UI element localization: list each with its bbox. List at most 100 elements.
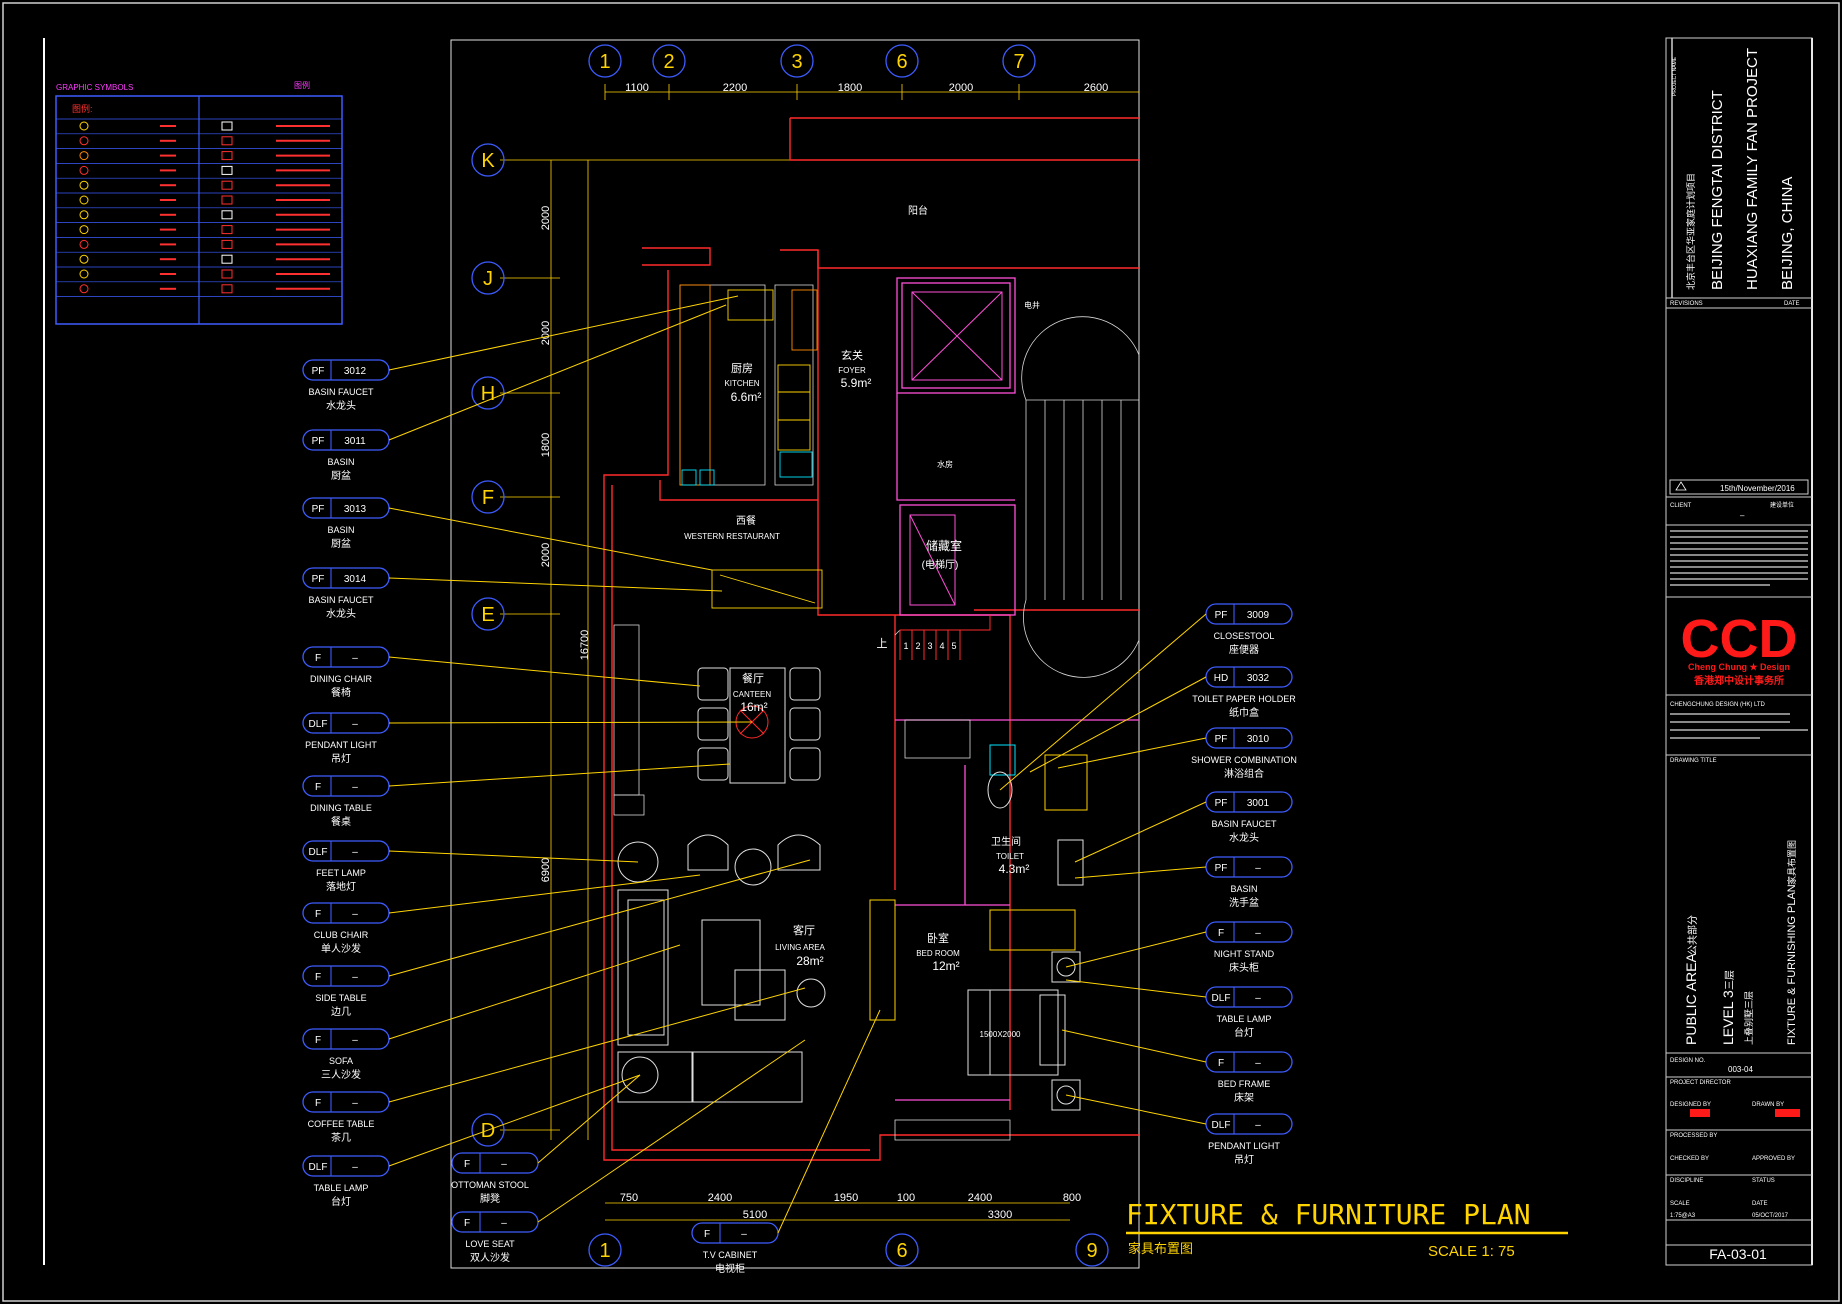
ccd-logo-sub: Cheng Chung ★ Design	[1688, 662, 1790, 672]
tag-label-en: LOVE SEAT	[465, 1239, 515, 1249]
dining-set	[697, 667, 821, 784]
tag-label-en: NIGHT STAND	[1214, 949, 1275, 959]
legend-symbol-icon	[79, 254, 89, 264]
leader-line	[388, 874, 701, 914]
tag-code: PF	[312, 366, 325, 377]
leader-line	[388, 763, 731, 787]
grid-bubble-left-F	[471, 480, 505, 514]
tb-checked-by: CHECKED BY	[1670, 1156, 1709, 1162]
grid-bubble-left-E	[471, 597, 505, 631]
room-foyer-cn: 玄关	[841, 348, 863, 362]
leader-line	[537, 1074, 641, 1164]
tb-level-cn: 三层	[1724, 970, 1736, 990]
tb-rev-date: 15th/November/2016	[1720, 484, 1795, 493]
tag-label-en: BASIN FAUCET	[1211, 819, 1277, 829]
tag-label-cn: 吊灯	[331, 753, 351, 765]
leader-line	[1061, 1029, 1207, 1063]
dim-bottom-total-label: 3300	[988, 1209, 1012, 1221]
leader-line	[388, 944, 681, 1040]
dim-top-label: 2600	[1084, 82, 1108, 94]
tb-project-name-label: PROJECT NAME	[1672, 56, 1678, 96]
grid-bubble-bottom-1-label: 1	[599, 1240, 610, 1262]
legend-symbol-icon	[79, 136, 89, 146]
dim-bottom-total-label: 5100	[743, 1209, 767, 1221]
tb-title-en: FIXTURE & FURNISHING PLAN	[1786, 884, 1798, 1045]
tb-approved-by: APPROVED BY	[1752, 1156, 1795, 1162]
tag-code: PF	[1215, 798, 1228, 809]
tag-number: 3011	[344, 436, 366, 447]
legend-fixture-icon	[221, 239, 233, 249]
grid-bubble-left-D	[471, 1113, 505, 1147]
room-toilet: TOILET	[996, 852, 1024, 861]
tag-label-cn: 餐桌	[331, 815, 351, 828]
room-labels: 阳台 厨房 KITCHEN 6.6m² 玄关 FOYER 5.9m² 西餐 WE…	[684, 204, 1040, 1039]
bar-counter	[711, 569, 823, 609]
dim-left-label: 2000	[540, 206, 552, 230]
tb-date: DATE	[1752, 1201, 1768, 1207]
tb-disclaimer	[1670, 530, 1808, 586]
grid-bubble-bottom-9	[1075, 1233, 1109, 1267]
tag-code: F	[315, 653, 321, 664]
room-western: WESTERN RESTAURANT	[684, 532, 780, 541]
tag-number: 3014	[344, 574, 367, 585]
dim-bottom-label: 100	[897, 1192, 915, 1204]
tag-number: –	[1255, 863, 1261, 874]
plan-title-cn: 家具布置图	[1128, 1241, 1193, 1256]
tag-number: –	[352, 909, 358, 920]
leader-line	[537, 1039, 806, 1223]
tag-label-en: BASIN FAUCET	[308, 387, 374, 397]
tb-project-line-2: HUAXIANG FAMILY FAN PROJECT	[1744, 48, 1761, 290]
ccd-logo-cn: 香港郑中设计事务所	[1694, 674, 1784, 687]
tb-drawing-no: FA-03-01	[1709, 1246, 1767, 1262]
tag-label-cn: 单人沙发	[321, 942, 361, 955]
legend-symbol-icon	[79, 239, 89, 249]
tag-label-en: T.V CABINET	[703, 1250, 758, 1260]
tag-label-en: CLOSESTOOL	[1214, 631, 1275, 641]
room-canteen: CANTEEN	[733, 690, 771, 699]
legend-fixture-icon	[221, 254, 233, 264]
plan-viewport	[450, 39, 1140, 1269]
legend-symbol-icon	[79, 151, 89, 161]
grid-bubble-left-E-label: E	[481, 604, 494, 626]
legend-symbol-icon	[79, 225, 89, 235]
tag-label-cn: 餐椅	[331, 686, 351, 699]
tb-drawn-by: DRAWN BY	[1752, 1102, 1784, 1108]
legend-fixture-icon	[221, 195, 233, 205]
dim-top-label: 1100	[625, 82, 649, 94]
floor-plan	[500, 84, 1140, 1221]
leader-line	[999, 613, 1207, 791]
tb-client: CLIENT	[1670, 503, 1692, 509]
grid-bubble-left-F-label: F	[482, 487, 494, 509]
legend-rows	[56, 118, 342, 297]
tag-label-cn: 淋浴组合	[1224, 767, 1264, 780]
tb-processed-by: PROCESSED BY	[1670, 1133, 1717, 1139]
legend-symbol-icon	[79, 180, 89, 190]
tag-label-cn: 脚凳	[480, 1192, 500, 1205]
tag-label-en: SHOWER COMBINATION	[1191, 755, 1297, 765]
tag-label-cn: 落地灯	[326, 880, 356, 893]
tag-code: F	[315, 1098, 321, 1109]
leader-line	[388, 507, 713, 571]
tag-label-en: SOFA	[329, 1056, 353, 1066]
tag-number: –	[352, 972, 358, 983]
room-storage-cn: 储藏室	[926, 538, 962, 553]
leader-line	[1065, 979, 1207, 998]
tag-number: 3012	[344, 366, 367, 377]
